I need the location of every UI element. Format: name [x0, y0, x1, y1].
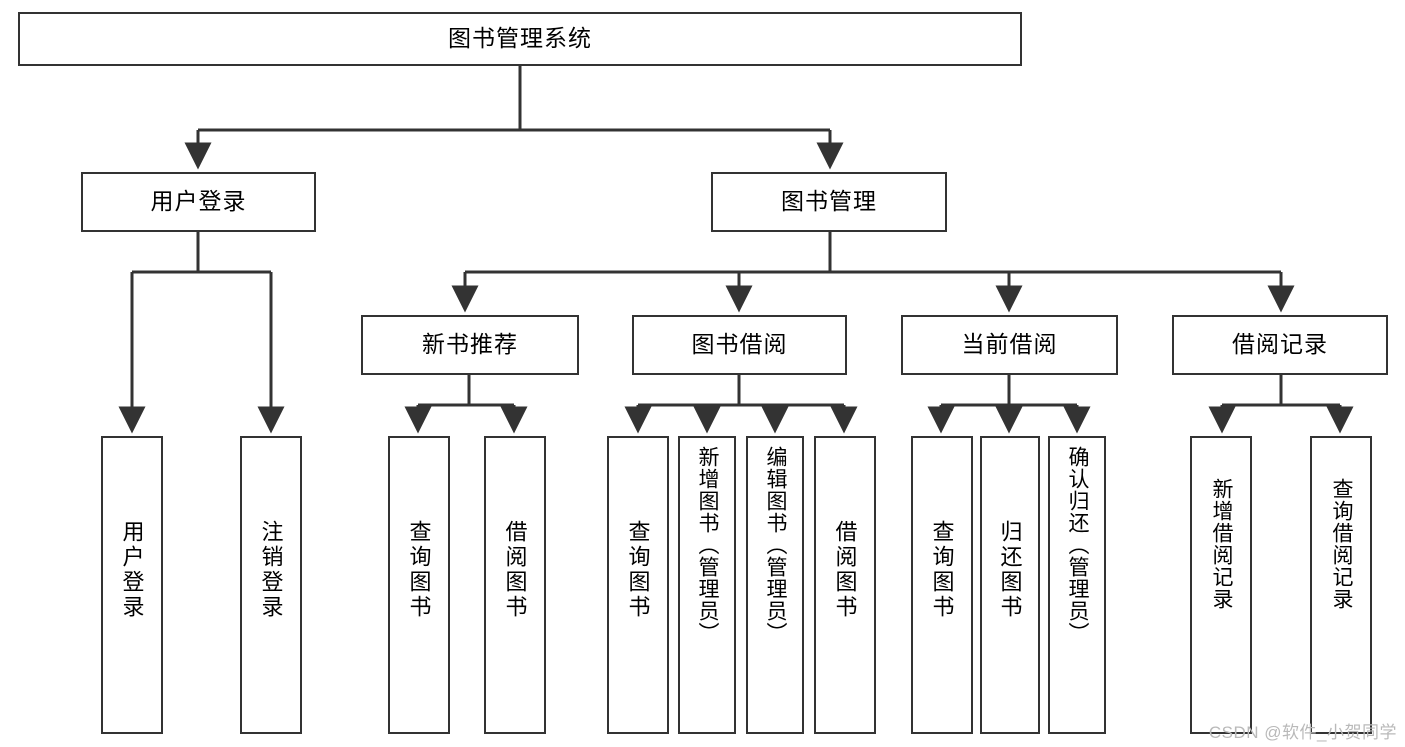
leaf-borrow-books-newbook[interactable]: 借阅图书: [484, 436, 546, 734]
leaf-edit-book-admin[interactable]: 编辑图书（管理员）: [746, 436, 804, 734]
node-label: 图书借阅: [691, 331, 788, 358]
leaf-add-borrow-record[interactable]: 新增借阅记录: [1190, 436, 1252, 734]
node-label: 新书推荐: [422, 331, 518, 358]
leaf-logout[interactable]: 注销登录: [240, 436, 302, 734]
node-label: 借阅图书: [502, 520, 528, 620]
node-label: 借阅记录: [1232, 331, 1328, 358]
node-label: 用户登录: [150, 188, 247, 215]
node-label: 图书管理: [781, 188, 877, 215]
node-book-borrowing[interactable]: 图书借阅: [632, 315, 847, 375]
node-user-login[interactable]: 用户登录: [81, 172, 316, 232]
node-current-borrowing[interactable]: 当前借阅: [901, 315, 1118, 375]
node-new-book-recommendation[interactable]: 新书推荐: [361, 315, 579, 375]
node-label: 查询图书: [625, 520, 651, 620]
leaf-confirm-return-admin[interactable]: 确认归还（管理员）: [1048, 436, 1106, 734]
leaf-query-books-current[interactable]: 查询图书: [911, 436, 973, 734]
node-label: 新增借阅记录: [1210, 478, 1234, 610]
node-root-system[interactable]: 图书管理系统: [18, 12, 1022, 66]
node-label: 查询图书: [929, 520, 955, 620]
leaf-query-books-newbook[interactable]: 查询图书: [388, 436, 450, 734]
node-label: 图书管理系统: [448, 25, 592, 52]
leaf-add-book-admin[interactable]: 新增图书（管理员）: [678, 436, 736, 734]
leaf-query-books-borrow[interactable]: 查询图书: [607, 436, 669, 734]
node-borrow-records[interactable]: 借阅记录: [1172, 315, 1388, 375]
leaf-user-login[interactable]: 用户登录: [101, 436, 163, 734]
node-label: 当前借阅: [961, 331, 1058, 358]
node-label: 编辑图书（管理员）: [764, 446, 788, 644]
node-label: 新增图书（管理员）: [696, 446, 720, 644]
node-label: 查询图书: [406, 520, 432, 620]
leaf-return-books[interactable]: 归还图书: [980, 436, 1040, 734]
node-label: 归还图书: [997, 520, 1023, 620]
csdn-watermark: CSDN @软件_小贺同学: [1208, 723, 1397, 742]
leaf-borrow-books[interactable]: 借阅图书: [814, 436, 876, 734]
leaf-query-borrow-record[interactable]: 查询借阅记录: [1310, 436, 1372, 734]
node-label: 用户登录: [119, 520, 145, 620]
node-label: 查询借阅记录: [1330, 478, 1354, 610]
node-label: 借阅图书: [832, 520, 858, 620]
node-label: 注销登录: [258, 520, 284, 620]
node-book-management[interactable]: 图书管理: [711, 172, 947, 232]
node-label: 确认归还（管理员）: [1066, 446, 1090, 644]
